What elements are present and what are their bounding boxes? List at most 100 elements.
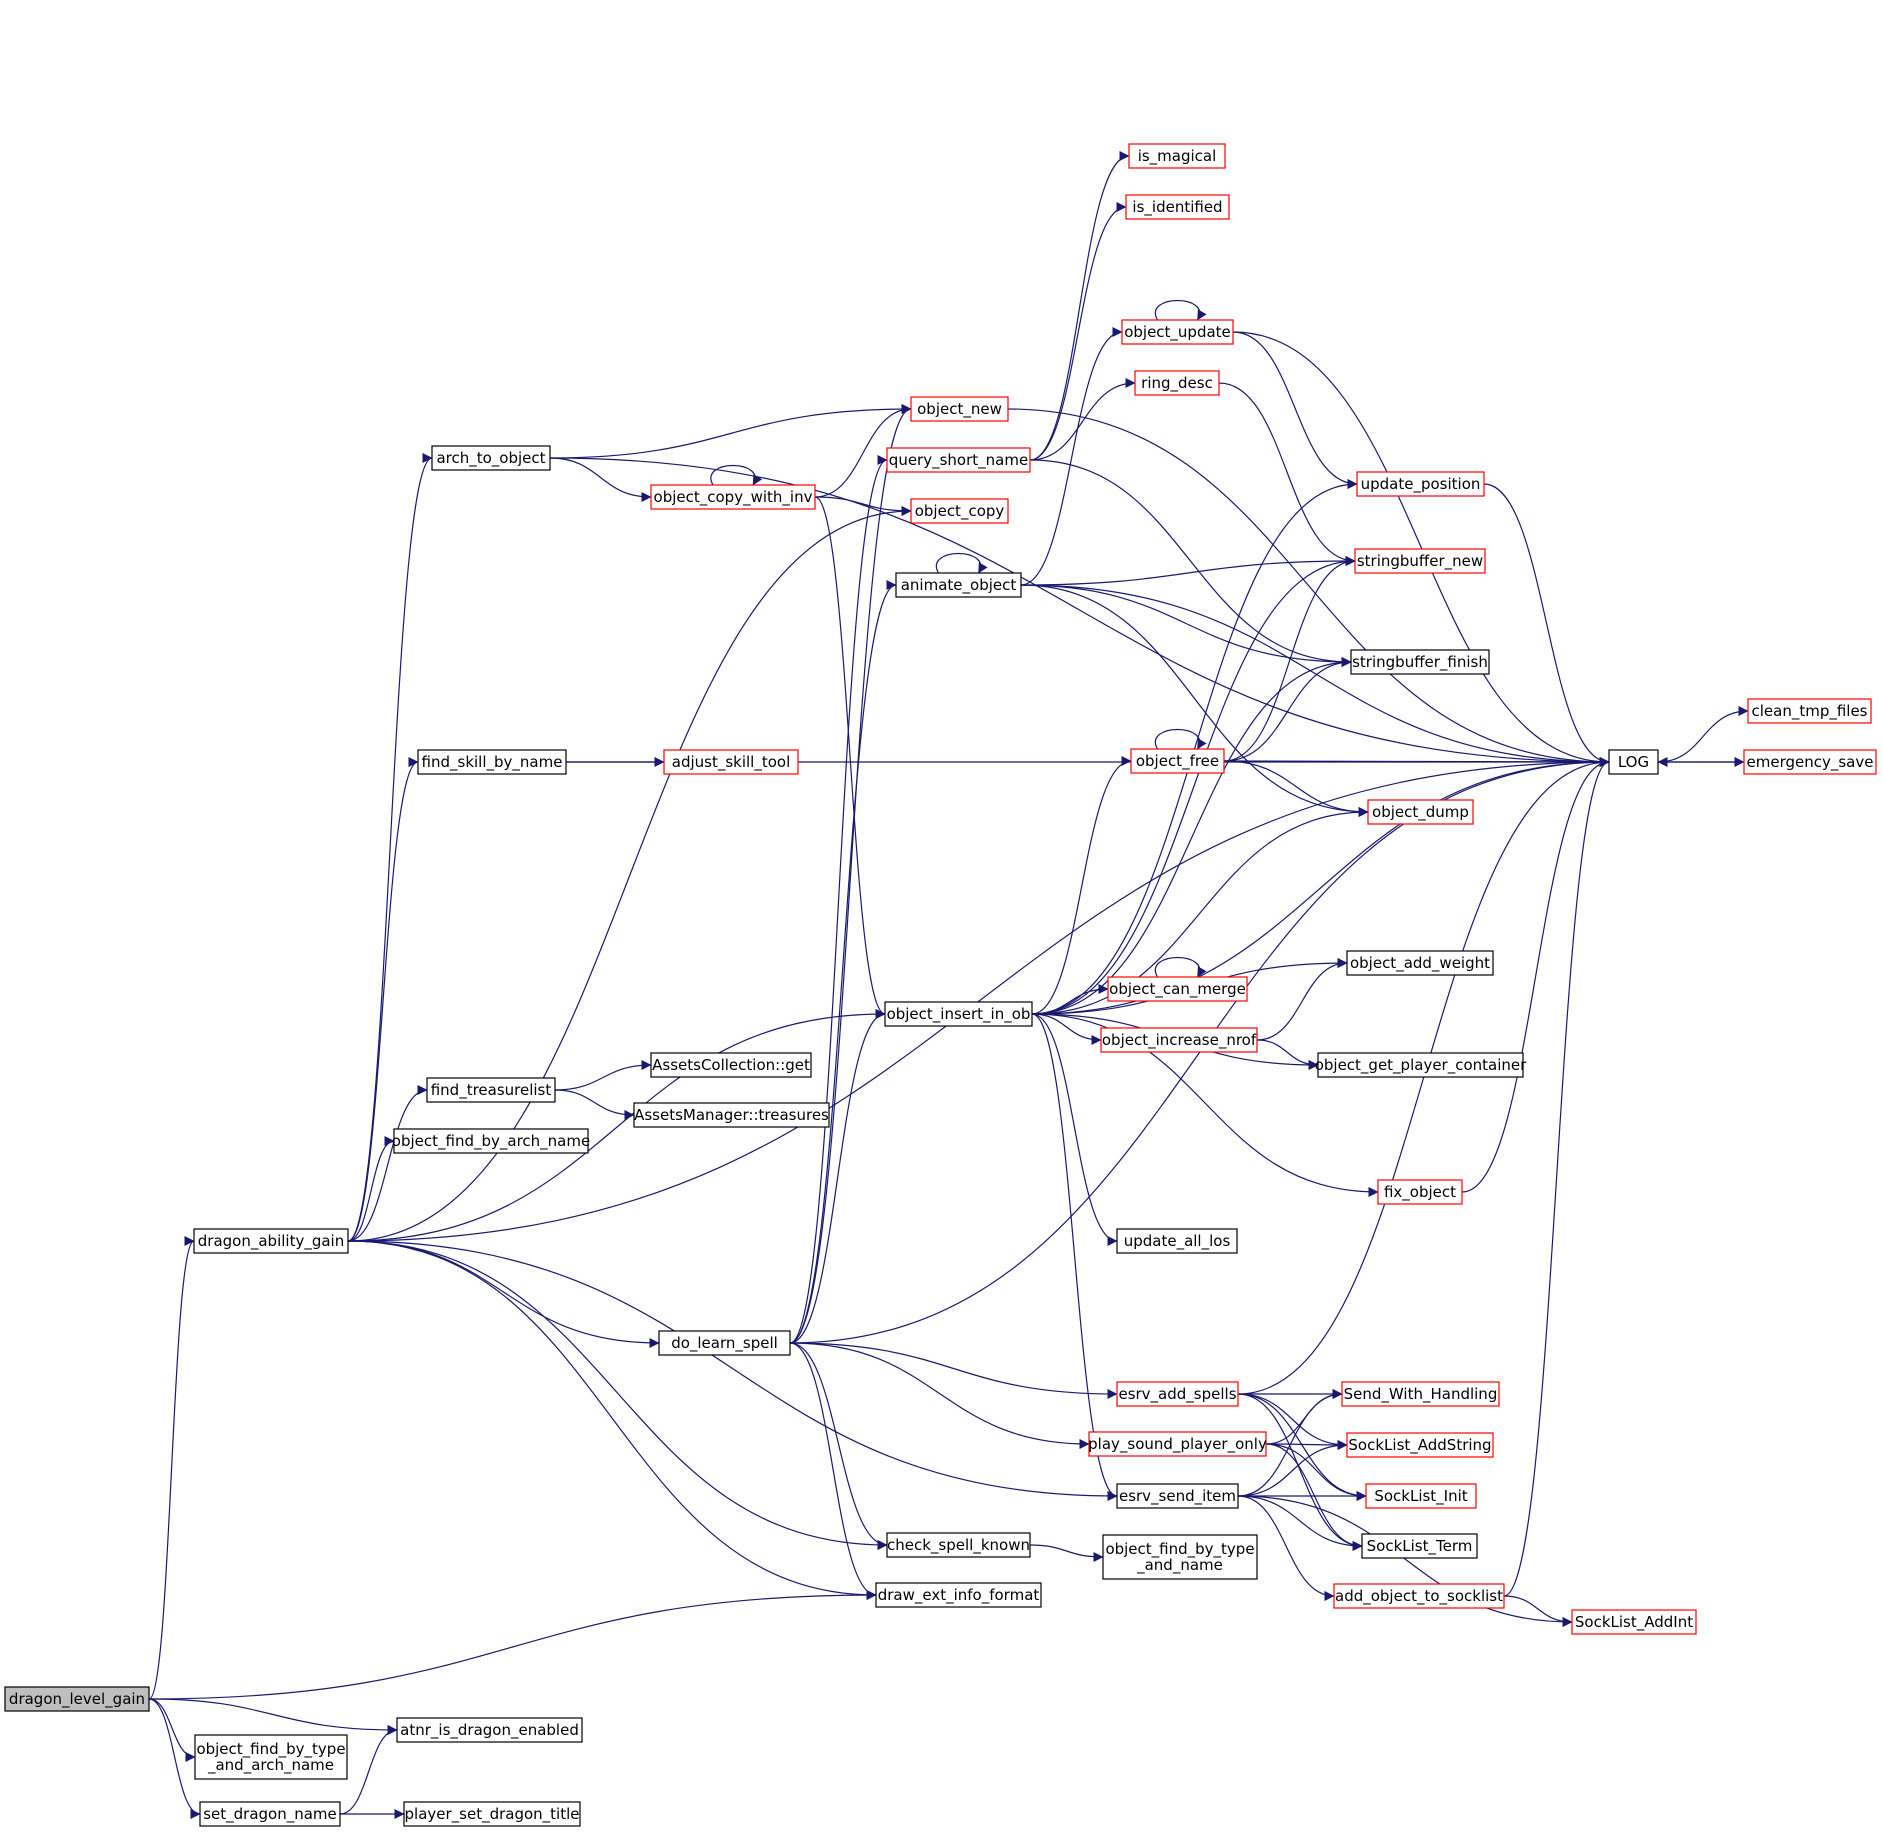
node-player-set-dragon-title[interactable]: player_set_dragon_title [403, 1801, 581, 1827]
edge-object-increase-nrof-to-object-get-player-container [1256, 1039, 1319, 1070]
node-label-assets-treasures: AssetsManager::treasures [634, 1106, 829, 1124]
node-label-object-find-by-type-and-name-line-2: _and_name [1136, 1556, 1223, 1575]
edge-dragon-level-gain-to-draw-ext-info-format [148, 1590, 877, 1700]
node-dragon-level-gain[interactable]: dragon_level_gain [4, 1686, 150, 1712]
node-clean-tmp-files[interactable]: clean_tmp_files [1747, 698, 1872, 724]
node-arch-to-object[interactable]: arch_to_object [431, 445, 551, 471]
edge-do-learn-spell-to-esrv-add-spells [789, 1342, 1118, 1399]
edge-dragon-level-gain-to-object-find-by-type-and-arch-name [148, 1698, 196, 1762]
node-stringbuffer-finish[interactable]: stringbuffer_finish [1350, 649, 1490, 675]
node-label-atnr-is-dragon-enabled: atnr_is_dragon_enabled [400, 1721, 579, 1740]
node-find-skill-by-name[interactable]: find_skill_by_name [417, 749, 567, 775]
edge-object-free-to-object-free [1154, 728, 1207, 750]
node-object-can-merge[interactable]: object_can_merge [1107, 976, 1248, 1002]
edge-find-treasurelist-to-assets-treasures [554, 1089, 635, 1120]
node-object-dump[interactable]: object_dump [1367, 799, 1474, 825]
edge-animate-object-to-object-dump [1020, 584, 1369, 817]
edge-dragon-level-gain-to-set-dragon-name [148, 1698, 201, 1819]
node-label-socklist-init: SockList_Init [1374, 1487, 1467, 1506]
node-label-object-dump: object_dump [1372, 803, 1469, 822]
node-object-add-weight[interactable]: object_add_weight [1346, 950, 1494, 976]
node-esrv-send-item[interactable]: esrv_send_item [1116, 1483, 1239, 1509]
edge-play-sound-player-only-to-socklist-init [1265, 1443, 1367, 1501]
node-object-insert-in-ob[interactable]: object_insert_in_ob [884, 1001, 1033, 1027]
node-emergency-save[interactable]: emergency_save [1743, 749, 1877, 775]
node-find-treasurelist[interactable]: find_treasurelist [426, 1077, 556, 1103]
node-socklist-term[interactable]: SockList_Term [1361, 1533, 1478, 1559]
node-box-object-copy-with-inv [650, 484, 816, 510]
node-do-learn-spell[interactable]: do_learn_spell [658, 1330, 791, 1356]
node-box-socklist-addstring [1346, 1432, 1494, 1458]
node-animate-object[interactable]: animate_object [895, 572, 1022, 598]
node-object-copy-with-inv[interactable]: object_copy_with_inv [650, 484, 816, 510]
edge-object-new-to-log [1007, 408, 1610, 767]
node-object-find-by-type-and-name[interactable]: object_find_by_type_and_name [1102, 1534, 1258, 1580]
node-ring-desc[interactable]: ring_desc [1134, 370, 1220, 396]
node-object-increase-nrof[interactable]: object_increase_nrof [1100, 1027, 1258, 1053]
node-label-object-insert-in-ob: object_insert_in_ob [887, 1005, 1031, 1024]
node-label-object-find-by-arch-name: object_find_by_arch_name [392, 1132, 590, 1151]
node-object-get-player-container[interactable]: object_get_player_container [1315, 1052, 1527, 1078]
edge-object-update-to-log [1232, 331, 1610, 767]
node-update-all-los[interactable]: update_all_los [1116, 1228, 1238, 1254]
node-object-new[interactable]: object_new [910, 396, 1009, 422]
node-label-ring-desc: ring_desc [1141, 374, 1213, 393]
node-fix-object[interactable]: fix_object [1377, 1179, 1463, 1205]
node-label-object-can-merge: object_can_merge [1109, 980, 1246, 999]
node-object-update[interactable]: object_update [1121, 319, 1234, 345]
edge-dragon-ability-gain-to-object-insert-in-ob [347, 1009, 886, 1242]
node-is-identified[interactable]: is_identified [1125, 194, 1230, 220]
node-box-object-free [1130, 748, 1225, 774]
node-label-emergency-save: emergency_save [1747, 753, 1874, 772]
node-adjust-skill-tool[interactable]: adjust_skill_tool [663, 749, 799, 775]
node-label-check-spell-known: check_spell_known [887, 1536, 1030, 1555]
node-label-find-treasurelist: find_treasurelist [431, 1081, 552, 1100]
node-draw-ext-info-format[interactable]: draw_ext_info_format [875, 1582, 1042, 1608]
node-box-is-magical [1128, 143, 1226, 169]
node-box-emergency-save [1743, 749, 1877, 775]
node-object-free[interactable]: object_free [1130, 748, 1225, 774]
node-is-magical[interactable]: is_magical [1128, 143, 1226, 169]
edge-object-copy-with-inv-to-object-insert-in-ob [814, 496, 886, 1019]
node-play-sound-player-only[interactable]: play_sound_player_only [1088, 1431, 1267, 1457]
edge-object-free-to-object-dump [1223, 760, 1369, 817]
node-object-copy[interactable]: object_copy [910, 498, 1009, 524]
node-assets-get[interactable]: AssetsCollection::get [650, 1052, 812, 1078]
edge-do-learn-spell-to-draw-ext-info-format [789, 1342, 877, 1600]
edge-dragon-level-gain-to-atnr-is-dragon-enabled [148, 1698, 398, 1735]
node-add-object-to-socklist[interactable]: add_object_to_socklist [1333, 1583, 1505, 1609]
node-label-object-find-by-type-and-name-line-1: object_find_by_type [1105, 1540, 1254, 1559]
node-esrv-add-spells[interactable]: esrv_add_spells [1116, 1381, 1239, 1407]
node-update-position[interactable]: update_position [1356, 471, 1485, 497]
edge-object-free-to-log [1223, 756, 1610, 767]
node-socklist-init[interactable]: SockList_Init [1365, 1483, 1477, 1509]
edge-object-insert-in-ob-to-log [1031, 757, 1610, 1015]
node-log[interactable]: LOG [1608, 749, 1659, 775]
node-socklist-addint[interactable]: SockList_AddInt [1571, 1609, 1697, 1635]
node-query-short-name[interactable]: query_short_name [886, 447, 1031, 473]
edge-query-short-name-to-ring-desc [1029, 378, 1136, 461]
node-label-add-object-to-socklist: add_object_to_socklist [1335, 1587, 1503, 1606]
node-dragon-ability-gain[interactable]: dragon_ability_gain [193, 1228, 349, 1254]
node-box-animate-object [895, 572, 1022, 598]
node-label-socklist-addint: SockList_AddInt [1575, 1613, 1693, 1632]
edge-add-object-to-socklist-to-socklist-addint [1503, 1595, 1573, 1627]
node-object-find-by-type-and-arch-name[interactable]: object_find_by_type_and_arch_name [194, 1734, 348, 1780]
node-label-update-all-los: update_all_los [1124, 1232, 1231, 1251]
node-object-find-by-arch-name[interactable]: object_find_by_arch_name [392, 1128, 590, 1154]
node-atnr-is-dragon-enabled[interactable]: atnr_is_dragon_enabled [396, 1717, 583, 1743]
node-check-spell-known[interactable]: check_spell_known [886, 1532, 1031, 1558]
edge-do-learn-spell-to-object-insert-in-ob [789, 1009, 886, 1344]
node-send-with-handling[interactable]: Send_With_Handling [1341, 1381, 1500, 1407]
node-stringbuffer-new[interactable]: stringbuffer_new [1354, 548, 1486, 574]
node-assets-treasures[interactable]: AssetsManager::treasures [633, 1102, 830, 1128]
edge-animate-object-to-stringbuffer-finish [1020, 584, 1352, 667]
edge-play-sound-player-only-to-socklist-term [1265, 1443, 1363, 1551]
edge-fix-object-to-log [1461, 757, 1610, 1193]
node-label-play-sound-player-only: play_sound_player_only [1088, 1435, 1267, 1454]
edge-object-insert-in-ob-to-object-dump [1031, 807, 1369, 1015]
edge-dragon-ability-gain-to-esrv-send-item [347, 1240, 1118, 1501]
node-set-dragon-name[interactable]: set_dragon_name [199, 1801, 341, 1827]
edge-object-insert-in-ob-to-stringbuffer-finish [1031, 657, 1352, 1015]
node-socklist-addstring[interactable]: SockList_AddString [1346, 1432, 1494, 1458]
